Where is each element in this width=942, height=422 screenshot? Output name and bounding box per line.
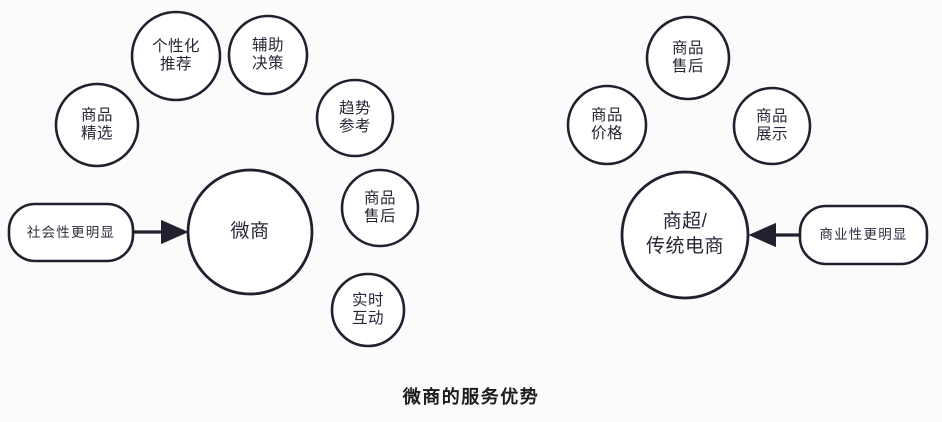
right-satellite-circle[interactable] (732, 86, 812, 166)
left-satellite-circle[interactable] (227, 14, 309, 96)
right-satellite-circle[interactable] (645, 15, 731, 101)
left-satellite-circle[interactable] (315, 78, 395, 158)
right-hub-circle[interactable] (620, 170, 750, 300)
right-tag-shape[interactable] (798, 204, 929, 266)
left-satellite-circle[interactable] (130, 10, 222, 102)
left-tag-shape[interactable] (7, 202, 135, 263)
right-satellite-circle[interactable] (566, 84, 648, 166)
left-satellite-circle[interactable] (340, 168, 420, 248)
right-group-shapes (566, 15, 929, 300)
left-group-shapes (7, 10, 420, 348)
figure-caption: 微商的服务优势 (402, 387, 540, 407)
left-satellite-circle[interactable] (330, 272, 406, 348)
left-satellite-circle[interactable] (54, 82, 140, 168)
left-hub-circle[interactable] (186, 168, 314, 296)
